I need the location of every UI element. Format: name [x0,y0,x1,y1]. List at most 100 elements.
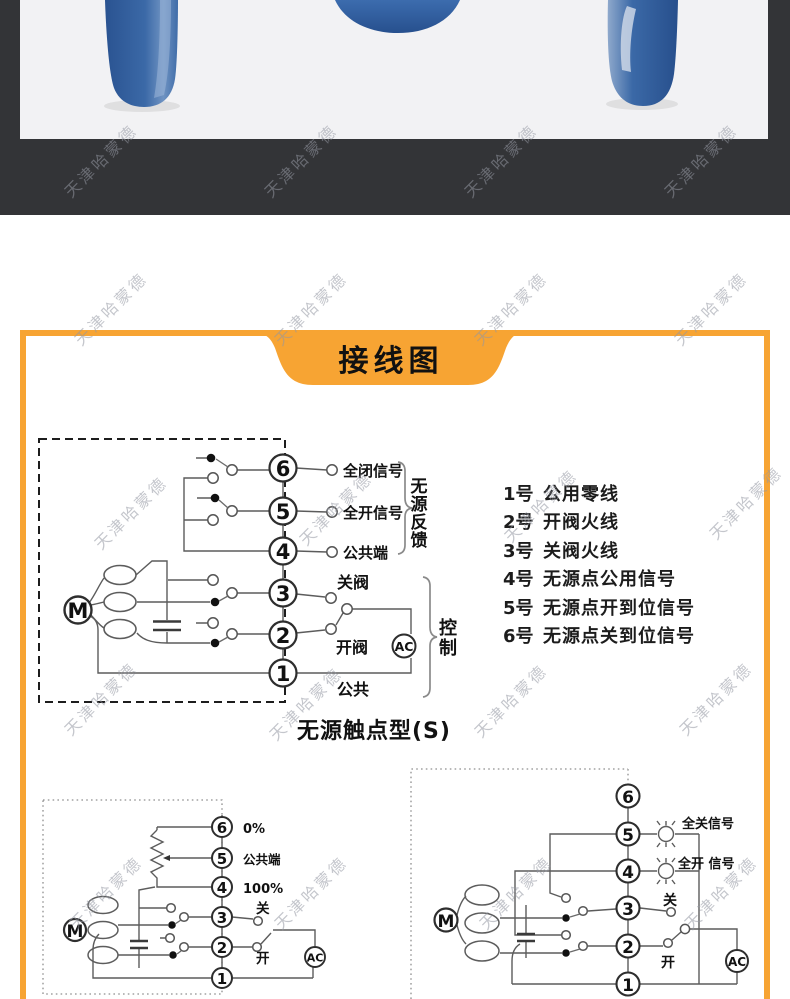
svg-text:100%: 100% [243,882,283,897]
svg-text:2: 2 [622,938,634,958]
svg-text:AC: AC [728,955,746,969]
diagram-caption: 无源触点型(S) [297,719,451,744]
bottom-right-wiring-diagram: 6 5 4 3 2 1 M AC 全关信号 全开 信号 关 开 [410,768,749,999]
svg-text:关: 关 [663,892,677,909]
svg-text:2: 2 [276,624,291,648]
capacitor-icon [153,620,181,632]
svg-text:M: M [438,912,455,932]
feedback-brace [397,461,413,555]
ribbon-title: 接线图 [339,344,444,379]
legend-terminal-label: 无源点开到位信号 [543,597,695,619]
br-labels: 全关信号 全开 信号 关 开 [661,816,735,971]
br-motor-icon: M [433,907,459,933]
product-image [104,0,678,112]
br-ac-icon: AC [725,949,749,973]
svg-text:全关信号: 全关信号 [681,816,734,832]
legend-terminal-label: 无源点公用信号 [543,569,676,591]
legend-row: 2号开阀火线 [503,509,695,537]
terminal-circles: 6 5 4 3 2 1 [268,453,298,688]
svg-text:公共: 公共 [337,680,369,699]
br-switch-contacts [560,892,691,957]
svg-text:3: 3 [622,900,634,920]
ribbon-banner [233,330,537,385]
br-capacitor-icon [517,932,535,943]
legend-terminal-label: 开阀火线 [543,512,619,534]
bl-wires [92,815,316,979]
lamp-full-close [656,820,676,848]
main-wires [88,455,412,686]
svg-text:6: 6 [622,788,634,808]
svg-text:3: 3 [276,582,291,606]
hero-band [0,0,790,215]
svg-text:6: 6 [276,457,291,481]
svg-text:全闭信号: 全闭信号 [342,462,403,480]
wiper-arrow [163,855,170,861]
svg-text:公共端: 公共端 [343,544,388,562]
bl-labels: 0% 公共端 100% 关 开 [243,822,283,967]
control-brace [422,576,438,698]
potentiometer-icon [149,829,165,884]
svg-text:5: 5 [622,826,634,846]
wiring-section [20,330,770,999]
valve-right-leg [607,0,678,106]
svg-text:源: 源 [411,494,428,515]
svg-text:4: 4 [217,879,227,897]
dotted-box-left [42,799,223,995]
motor-icon: M [63,595,93,625]
svg-text:4: 4 [276,540,291,564]
motor-windings [103,564,137,640]
valve-right-slot [620,6,636,72]
main-labels: 全闭信号 全开信号 公共端 关阀 开阀 公共 无 源 反 馈 控 制 [336,462,457,699]
bl-ac-icon: AC [304,946,326,968]
bl-capacitor-icon [130,939,148,950]
svg-text:全开 信号: 全开 信号 [677,856,735,872]
svg-text:关阀: 关阀 [337,573,369,592]
legend-terminal-label: 无源点关到位信号 [543,625,695,647]
legend-terminal-number: 1号 [503,484,534,505]
br-wires [456,785,738,985]
legend-terminal-number: 2号 [503,512,534,534]
svg-text:6: 6 [217,819,227,837]
svg-text:开阀: 开阀 [336,638,368,657]
legend-terminal-number: 4号 [503,569,534,591]
actuator-dashed-box [38,438,286,703]
legend-terminal-number: 3号 [503,540,534,562]
legend-terminal-number: 6号 [503,625,534,647]
svg-text:控: 控 [439,617,457,639]
svg-text:M: M [67,922,84,942]
bl-motor-windings [87,895,119,965]
valve-left-highlight [154,0,171,98]
svg-text:AC: AC [395,639,414,654]
ac-icon: AC [391,633,417,659]
valve-center-body [335,0,460,33]
svg-text:反: 反 [411,513,428,533]
svg-text:0%: 0% [243,822,265,837]
legend-row: 6号无源点关到位信号 [503,623,695,651]
svg-text:全开信号: 全开信号 [342,504,403,522]
legend-row: 4号无源点公用信号 [503,566,695,594]
svg-text:M: M [68,599,89,623]
legend-row: 1号公用零线 [503,481,695,509]
bl-switch-contacts [164,902,264,959]
main-wiring-diagram: 6 5 4 3 2 1 M AC 全闭信号 全开信号 公共端 关阀 开阀 公共 … [38,438,457,703]
legend-terminal-number: 5号 [503,597,534,619]
svg-text:1: 1 [276,662,291,686]
legend-row: 3号关阀火线 [503,538,695,566]
svg-text:关: 关 [256,900,270,917]
switch-contacts [206,453,353,648]
svg-text:公共端: 公共端 [243,852,281,867]
br-motor-windings [464,884,500,962]
bl-motor-icon: M [62,917,88,943]
svg-text:馈: 馈 [411,530,428,551]
svg-text:5: 5 [217,850,227,868]
bottom-left-wiring-diagram: 6 5 4 3 2 1 M AC 0% 公共端 100% 关 开 [42,799,326,995]
svg-text:制: 制 [439,638,457,659]
svg-text:无: 无 [410,477,428,497]
svg-text:开: 开 [661,955,675,971]
legend-terminal-label: 关阀火线 [543,540,619,562]
svg-text:2: 2 [217,939,227,957]
svg-text:3: 3 [217,909,227,927]
svg-text:4: 4 [622,863,634,883]
